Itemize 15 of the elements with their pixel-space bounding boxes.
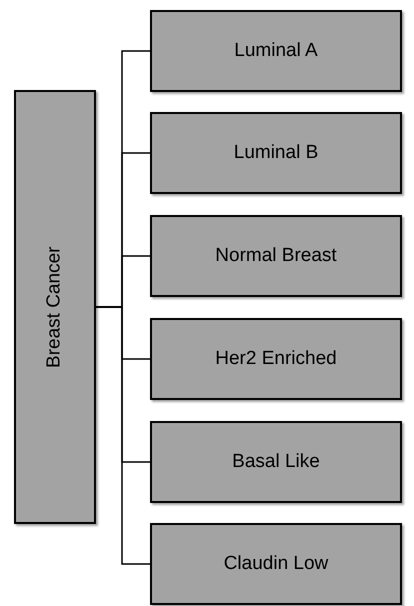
category-box: [150, 318, 402, 400]
category-box: [150, 421, 402, 503]
box-label: Basal Like: [232, 450, 320, 474]
connector-line: [96, 306, 150, 565]
category-box: [150, 112, 402, 194]
box-label: Luminal A: [234, 38, 318, 63]
box-label: Luminal B: [234, 140, 318, 165]
category-box: [150, 215, 402, 297]
category-box: [150, 10, 402, 92]
category-box: [14, 90, 96, 524]
category-box: [150, 523, 402, 605]
box-label: Breast Cancer: [42, 246, 66, 368]
box-label: Her2 Enriched: [215, 346, 337, 371]
box-label: Claudin Low: [224, 552, 328, 576]
box-label: Normal Breast: [215, 244, 337, 268]
